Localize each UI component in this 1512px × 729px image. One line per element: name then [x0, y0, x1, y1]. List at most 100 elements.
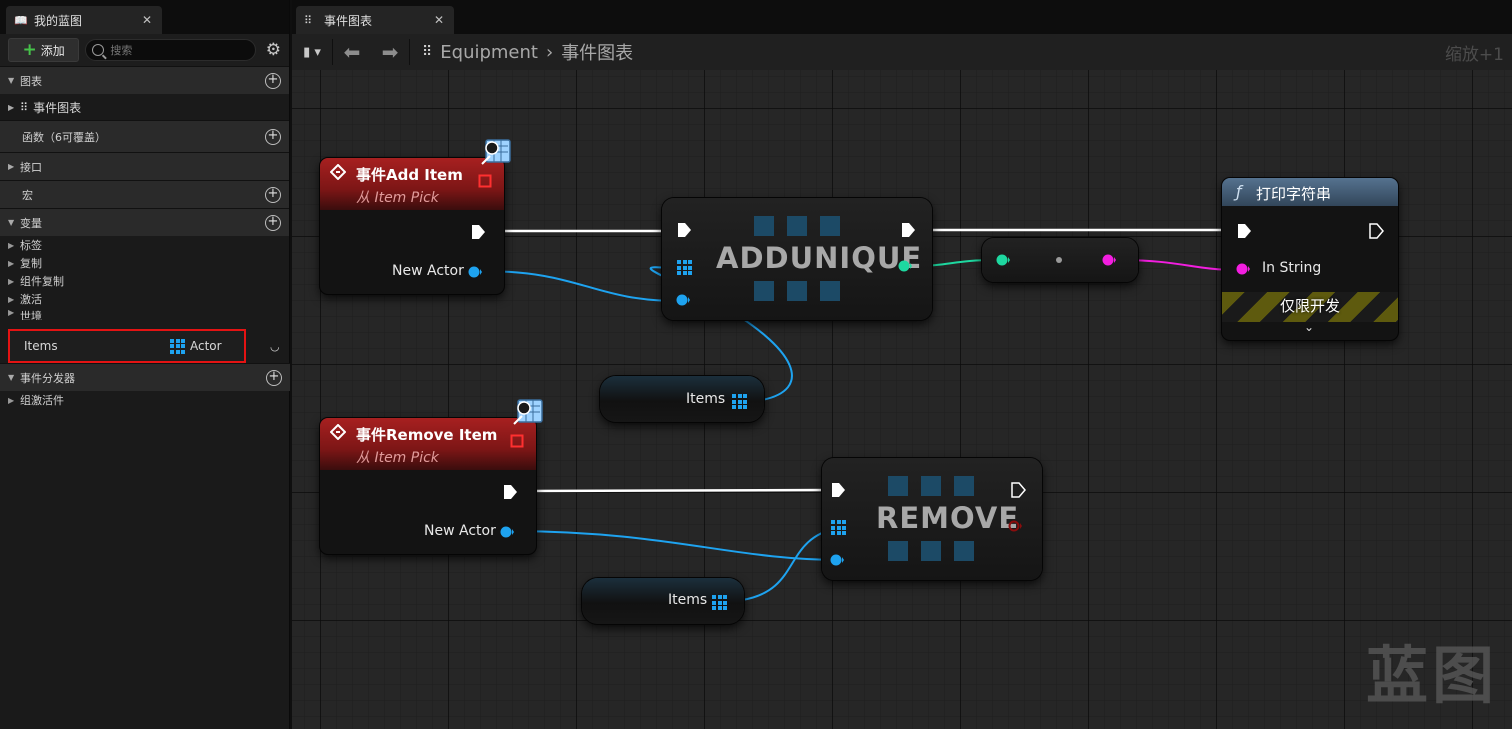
- array-node-icon-square: [820, 281, 840, 301]
- tab-my-blueprint[interactable]: 📖 我的蓝图 ✕: [6, 6, 162, 34]
- event-remove-item-node[interactable]: 事件Remove Item 从 Item Pick New Actor: [320, 399, 543, 554]
- section-functions[interactable]: 函数（6可覆盖） +: [0, 120, 289, 152]
- array-node-icon-square: [888, 541, 908, 561]
- exec-in-pin[interactable]: [676, 222, 692, 238]
- variable-name: Items: [24, 339, 58, 353]
- collapse-arrow-icon: ▼: [8, 218, 15, 227]
- object-out-pin[interactable]: [500, 526, 514, 538]
- section-variables-label: 变量: [20, 216, 42, 230]
- array-in-pin[interactable]: [831, 520, 846, 535]
- array-node-icon-square: [888, 476, 908, 496]
- section-macros-label: 宏: [22, 188, 33, 202]
- expand-chevron-icon[interactable]: ⌄: [1304, 320, 1315, 334]
- array-node-icon-square: [754, 216, 774, 236]
- development-only-banner: 仅限开发: [1222, 292, 1398, 322]
- expand-arrow-icon: ▶: [8, 102, 15, 112]
- graph-tab-bar: ⠿ 事件图表 ✕: [292, 0, 1512, 34]
- array-node-icon-square: [954, 541, 974, 561]
- section-event-dispatchers[interactable]: ▼ 事件分发器 +: [0, 363, 290, 391]
- graph-icon: ⠿: [304, 13, 313, 27]
- exec-wire: [528, 488, 833, 493]
- node-header: [1222, 178, 1398, 206]
- add-function-plus-icon[interactable]: +: [265, 129, 281, 145]
- addunique-node[interactable]: ADDUNIQUE: [662, 198, 932, 320]
- node-subtitle: 从 Item Pick: [356, 190, 439, 206]
- section-macros[interactable]: 宏 +: [0, 180, 289, 208]
- exec-in-pin[interactable]: [1236, 223, 1252, 239]
- bookmark-dropdown-icon[interactable]: ▮ ▾: [303, 44, 321, 60]
- graph-icon: ⠿: [20, 100, 29, 114]
- expand-arrow-icon: ▶: [8, 240, 15, 250]
- int-out-pin[interactable]: [898, 260, 912, 272]
- array-wire: [741, 527, 838, 601]
- string-in-pin[interactable]: [1236, 263, 1250, 275]
- expand-arrow-icon: ▶: [8, 308, 15, 317]
- array-node-icon-square: [820, 216, 840, 236]
- collapse-arrow-icon: ▼: [8, 373, 15, 382]
- int-to-string-conversion-node[interactable]: [982, 238, 1138, 282]
- close-icon[interactable]: ✕: [433, 13, 444, 27]
- event-add-item-node[interactable]: 事件Add Item 从 Item Pick New Actor: [320, 139, 511, 294]
- event-diamond-icon: [330, 424, 346, 440]
- section-dispatchers-label: 事件分发器: [20, 371, 75, 385]
- expand-arrow-icon: ▶: [8, 294, 15, 304]
- variable-category[interactable]: ▶ 激活: [0, 290, 289, 308]
- left-toolbar: + 添加 ⚙: [0, 34, 289, 66]
- variable-category[interactable]: ▶ 世境: [0, 308, 289, 320]
- dispatcher-category[interactable]: ▶ 组激活件: [0, 391, 64, 409]
- add-dispatcher-plus-icon[interactable]: +: [266, 370, 282, 386]
- section-variables[interactable]: ▼ 变量 +: [0, 208, 289, 236]
- node-header: [320, 158, 504, 210]
- back-arrow-icon[interactable]: ⬅: [343, 40, 361, 64]
- tab-event-graph[interactable]: ⠿ 事件图表 ✕: [296, 6, 454, 34]
- gear-icon[interactable]: ⚙: [265, 40, 281, 60]
- search-box[interactable]: [85, 39, 256, 61]
- expand-arrow-icon: ▶: [8, 162, 15, 171]
- exec-in-pin[interactable]: [830, 482, 846, 498]
- add-graph-plus-icon[interactable]: +: [265, 73, 281, 89]
- print-string-node[interactable]: ƒ 打印字符串 In String 仅限开发 ⌄: [1222, 178, 1398, 340]
- array-node-icon-square: [787, 281, 807, 301]
- event-graph-panel: ⠿ 事件图表 ✕ ▮ ▾ ⬅ ➡ ⠿ Equipment › 事件图表 缩放+1: [292, 0, 1512, 729]
- exec-out-pin[interactable]: [1368, 223, 1384, 239]
- variable-category[interactable]: ▶ 标签: [0, 236, 289, 254]
- array-out-pin[interactable]: [712, 595, 727, 610]
- add-button[interactable]: + 添加: [8, 38, 80, 62]
- array-in-pin[interactable]: [677, 260, 692, 275]
- search-input[interactable]: [110, 43, 241, 57]
- bool-out-pin[interactable]: [1008, 520, 1022, 532]
- object-in-pin[interactable]: [830, 554, 844, 566]
- section-graphs[interactable]: ▼ 图表 +: [0, 66, 289, 94]
- collapse-arrow-icon: ▼: [8, 76, 15, 85]
- tree-item-event-graph[interactable]: ▶ ⠿ 事件图表: [0, 94, 289, 120]
- section-interfaces[interactable]: ▶ 接口: [0, 152, 289, 180]
- array-out-pin[interactable]: [732, 394, 747, 409]
- exec-out-pin[interactable]: [502, 484, 518, 500]
- graph-canvas[interactable]: 事件Add Item 从 Item Pick New Actor ADDUNIQ…: [292, 70, 1512, 729]
- add-macro-plus-icon[interactable]: +: [265, 187, 281, 203]
- string-out-pin[interactable]: [1102, 254, 1116, 266]
- variable-category[interactable]: ▶ 组件复制: [0, 272, 289, 290]
- development-only-label: 仅限开发: [1279, 297, 1340, 315]
- exec-out-pin[interactable]: [1010, 482, 1026, 498]
- breadcrumb-root[interactable]: Equipment: [440, 41, 538, 63]
- remove-node[interactable]: REMOVE: [822, 458, 1042, 580]
- exec-out-pin[interactable]: [470, 224, 486, 240]
- close-icon[interactable]: ✕: [141, 13, 152, 27]
- object-out-pin[interactable]: [468, 266, 482, 278]
- authority-red-square-icon: [510, 434, 524, 448]
- tab-my-blueprint-label: 我的蓝图: [34, 13, 83, 28]
- variable-items-selected[interactable]: Items Actor: [8, 329, 246, 363]
- add-variable-plus-icon[interactable]: +: [265, 215, 281, 231]
- array-node-icon-square: [754, 281, 774, 301]
- variable-type[interactable]: Actor: [170, 338, 222, 354]
- visibility-eye-icon[interactable]: ◡: [270, 340, 280, 353]
- forward-arrow-icon[interactable]: ➡: [381, 40, 399, 64]
- object-in-pin[interactable]: [676, 294, 690, 306]
- exec-out-pin[interactable]: [900, 222, 916, 238]
- variable-category-label: 标签: [20, 239, 42, 252]
- int-in-pin[interactable]: [996, 254, 1010, 266]
- variable-category[interactable]: ▶ 复制: [0, 254, 289, 272]
- items-getter-node[interactable]: Items: [582, 578, 744, 624]
- items-getter-node[interactable]: Items: [600, 376, 764, 422]
